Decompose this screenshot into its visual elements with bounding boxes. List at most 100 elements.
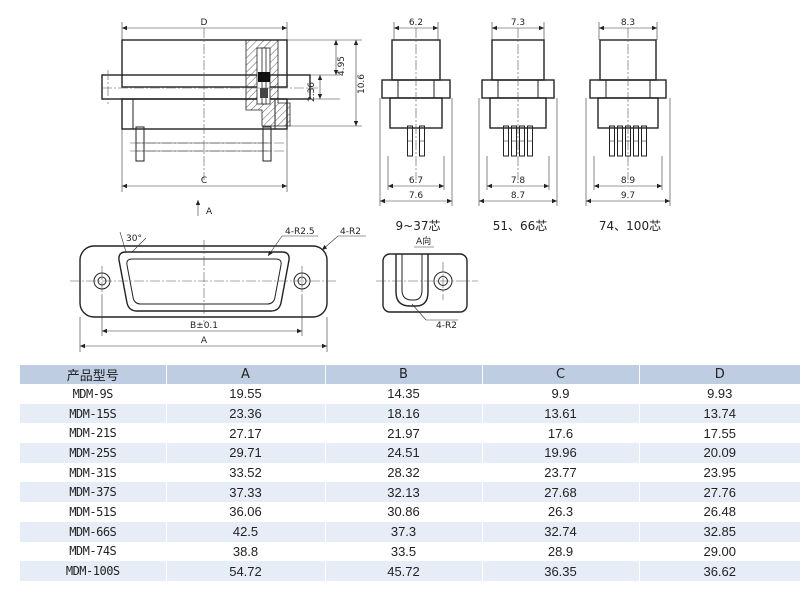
front-view-top-dim: 6.2 [409,18,423,28]
value-cell: 32.85 [639,521,800,542]
value-cell: 32.74 [482,521,640,542]
value-cell: 23.77 [482,462,640,483]
dim-10-6-label: 10.6 [357,74,367,94]
front-view-caption: 74、100芯 [599,219,661,233]
model-cell: MDM-25S [20,443,167,463]
model-cell: MDM-9S [20,384,167,404]
dim-a-label: A [201,336,208,346]
front-view-2: 7.3 7.8 8.7 51、66芯 [478,18,558,233]
side-view: D C 4.95 10.6 2.36 A [101,18,367,217]
section-cutaway [245,39,291,127]
value-cell: 9.9 [482,384,640,404]
header-model: 产品型号 [20,365,167,384]
value-cell: 23.36 [166,403,326,424]
model-cell: MDM-51S [20,502,167,522]
dim-4-95-label: 4.95 [337,56,347,76]
dim-2-36-label: 2.36 [307,82,317,102]
value-cell: 36.62 [639,561,800,581]
value-cell: 29.71 [166,443,326,463]
front-view-inner-dim: 6.7 [409,176,423,186]
value-cell: 28.32 [325,462,483,483]
front-view-1: 6.2 6.7 7.6 9~37芯 [379,18,453,233]
value-cell: 18.16 [325,403,483,424]
front-view-inner-dim: 7.8 [511,176,526,186]
side-view-pins [130,126,285,162]
front-view-caption: 9~37芯 [396,219,441,233]
model-cell: MDM-66S [20,521,167,542]
value-cell: 30.86 [325,502,483,522]
value-cell: 32.13 [325,482,483,503]
value-cell: 9.93 [639,384,800,404]
front-view-inner-dim: 8.9 [621,176,636,186]
radius-shell-label: 4-R2.5 [285,227,315,237]
value-cell: 21.97 [325,423,483,444]
dim-d-label: D [201,18,208,28]
value-cell: 33.5 [325,541,483,562]
model-cell: MDM-37S [20,482,167,503]
value-cell: 54.72 [166,561,326,581]
radius-flange-label: 4-R2 [340,227,361,237]
model-cell: MDM-15S [20,403,167,424]
model-cell: MDM-31S [20,462,167,483]
table-header-row: 产品型号 A B C D [20,365,800,384]
header-b: B [325,365,483,384]
front-view-outer-dim: 9.7 [621,191,635,201]
value-cell: 19.55 [166,384,326,404]
header-a: A [166,365,326,384]
value-cell: 28.9 [482,541,640,562]
value-cell: 17.55 [639,423,800,444]
front-view-top-dim: 8.3 [621,18,635,28]
angle-label: 30° [126,234,142,244]
value-cell: 37.3 [325,521,483,542]
value-cell: 26.48 [639,502,800,522]
front-view-outer-dim: 7.6 [409,191,424,201]
view-arrow-label: A [206,207,213,217]
a-view-radius-label: 4-R2 [436,321,457,331]
dim-c-label: C [201,176,207,186]
value-cell: 37.33 [166,482,326,503]
front-views: 6.2 6.7 7.6 9~37芯 7.3 7.8 8.7 51、66芯 8.3 8.9 9.7 74… [379,18,671,233]
front-view-caption: 51、66芯 [493,219,548,233]
value-cell: 42.5 [166,521,326,542]
front-view-top-dim: 7.3 [511,18,525,28]
flange-view: 30° 4-R2.5 4-R2 B±0.1 A [70,227,366,352]
value-cell: 13.61 [482,403,640,424]
front-view-3: 8.3 8.9 9.7 74、100芯 [585,18,671,233]
a-direction-view: A向 4-R2 [376,235,478,331]
value-cell: 19.96 [482,443,640,463]
model-cell: MDM-100S [20,561,167,581]
value-cell: 24.51 [325,443,483,463]
value-cell: 29.00 [639,541,800,562]
value-cell: 23.95 [639,462,800,483]
value-cell: 27.76 [639,482,800,503]
value-cell: 17.6 [482,423,640,444]
model-cell: MDM-74S [20,541,167,562]
front-view-outer-dim: 8.7 [511,191,525,201]
a-view-label: A向 [416,235,431,247]
dim-b-label: B±0.1 [190,321,218,331]
value-cell: 20.09 [639,443,800,463]
header-d: D [639,365,800,384]
value-cell: 36.35 [482,561,640,581]
value-cell: 33.52 [166,462,326,483]
value-cell: 45.72 [325,561,483,581]
value-cell: 14.35 [325,384,483,404]
value-cell: 26.3 [482,502,640,522]
value-cell: 36.06 [166,502,326,522]
technical-drawing: D C 4.95 10.6 2.36 A 6.26.77.69~37芯7.37.… [70,18,671,352]
header-c: C [482,365,640,384]
model-cell: MDM-21S [20,423,167,444]
value-cell: 13.74 [639,403,800,424]
value-cell: 38.8 [166,541,326,562]
